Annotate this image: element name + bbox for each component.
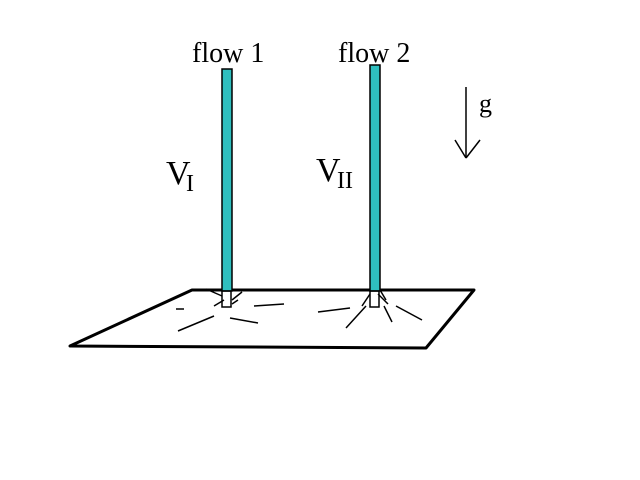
jet-2 xyxy=(369,64,381,292)
velocity-2-subscript: II xyxy=(337,168,353,194)
splash-1 xyxy=(176,288,285,332)
velocity-2-symbol: V xyxy=(316,152,341,189)
jet-2-impact xyxy=(369,290,380,308)
flow-2-label: flow 2 xyxy=(338,38,410,69)
jet-1-impact xyxy=(221,290,232,308)
gravity-label: g xyxy=(479,89,492,118)
velocity-1-subscript: I xyxy=(186,171,194,197)
gravity-arrow-icon xyxy=(454,87,481,159)
flow-1-label: flow 1 xyxy=(192,38,264,69)
velocity-1-symbol: V xyxy=(166,155,191,192)
splash-2 xyxy=(317,289,423,329)
ground-plate xyxy=(68,288,476,350)
jet-1 xyxy=(221,68,233,292)
